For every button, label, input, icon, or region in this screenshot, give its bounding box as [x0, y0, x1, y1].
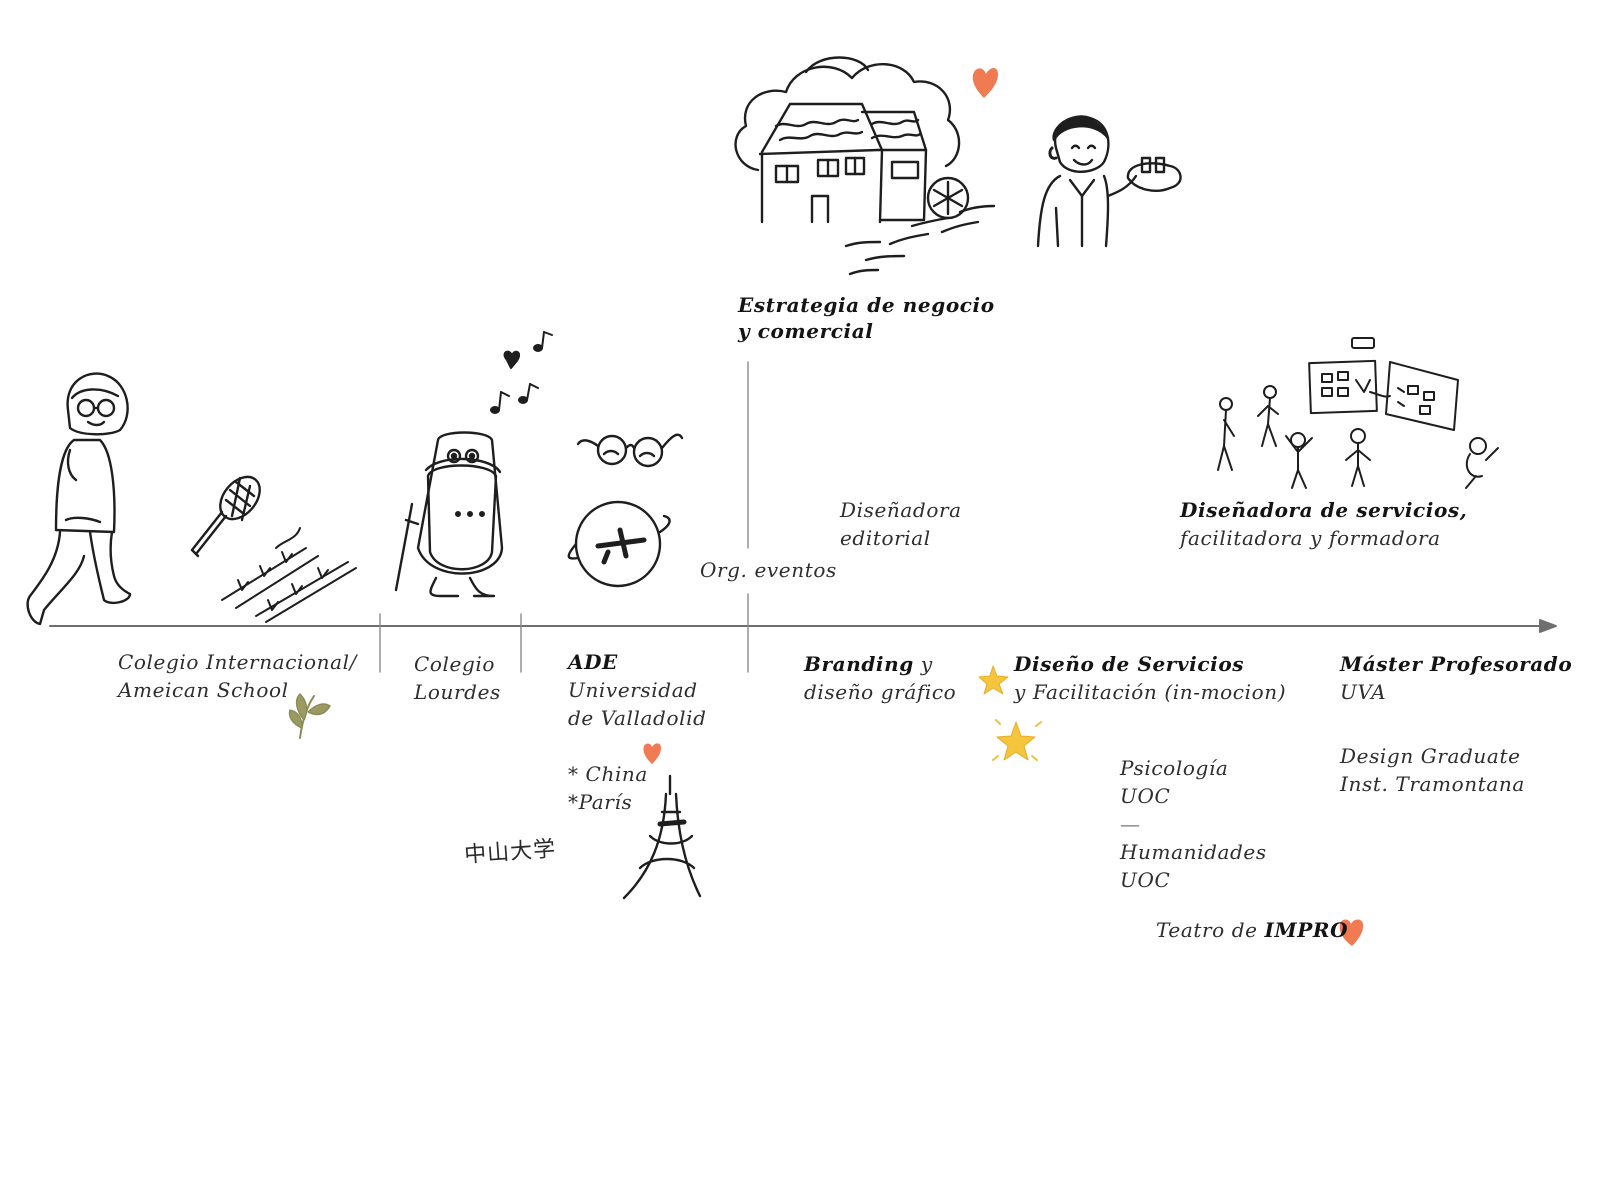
label-ade-extras: * China *París	[568, 760, 648, 816]
disenadora-servicios-title: Diseñadora de servicios,	[1180, 498, 1468, 522]
ade-extra-china: * China	[568, 762, 648, 786]
heart-icon	[643, 743, 661, 764]
label-master: Máster Profesorado UVA	[1340, 650, 1572, 706]
leaf-icon	[288, 693, 331, 739]
branding-bold: Branding	[804, 652, 914, 676]
eiffel-tower-icon	[622, 774, 702, 900]
label-org-eventos: Org. eventos	[700, 556, 837, 584]
star-icon	[992, 719, 1042, 761]
branding-line1: Branding y	[804, 650, 956, 678]
label-estrategia: Estrategia de negocio y comercial	[738, 292, 995, 344]
master-title: Máster Profesorado	[1340, 652, 1573, 676]
glasses-icon	[576, 433, 684, 468]
colegio-lourdes-line1: Colegio	[414, 652, 496, 676]
teatro-prefix: Teatro de	[1156, 918, 1265, 942]
label-design-graduate: Design Graduate Inst. Tramontana	[1340, 742, 1525, 798]
humanidades-line1: Humanidades	[1120, 840, 1267, 864]
plants-icon	[221, 527, 357, 623]
teatro-line: Teatro de IMPRO	[1156, 916, 1348, 944]
timeline-dividers	[379, 361, 749, 673]
label-disenadora-editorial: Diseñadora editorial	[840, 496, 962, 552]
ade-title: ADE	[568, 650, 618, 674]
disenadora-editorial-line2: editorial	[840, 526, 931, 550]
star-icon	[978, 665, 1009, 695]
diseno-servicios-line2: y Facilitación (in-mocion)	[1014, 680, 1287, 704]
psicologia-line1: Psicología	[1120, 756, 1229, 780]
label-ade: ADE Universidad de Valladolid	[568, 648, 706, 732]
shield-icon	[394, 431, 504, 598]
label-diseno-servicios: Diseño de Servicios y Facilitación (in-m…	[1014, 650, 1286, 706]
design-graduate-line2: Inst. Tramontana	[1340, 772, 1525, 796]
house-icon	[734, 56, 996, 276]
heart-icon	[972, 68, 998, 98]
label-psicologia: Psicología UOC — Humanidades UOC	[1120, 754, 1267, 894]
diseno-servicios-title: Diseño de Servicios	[1014, 652, 1245, 676]
humanidades-line2: UOC	[1120, 868, 1171, 892]
girl-walking-icon	[26, 372, 132, 626]
disenadora-editorial-line1: Diseñadora	[840, 498, 962, 522]
branding-line2: diseño gráfico	[804, 680, 957, 704]
waiter-icon	[1036, 115, 1182, 248]
colegio-internacional-line1: Colegio Internacional/	[118, 650, 357, 674]
colegio-internacional-line2: Ameican School	[118, 678, 289, 702]
label-disenadora-servicios: Diseñadora de servicios, facilitadora y …	[1180, 496, 1467, 552]
label-colegio-lourdes: Colegio Lourdes	[414, 650, 501, 706]
design-graduate-line1: Design Graduate	[1340, 744, 1521, 768]
label-colegio-internacional: Colegio Internacional/ Ameican School	[118, 648, 357, 704]
globe-plane-icon	[567, 500, 671, 588]
master-line2: UVA	[1340, 680, 1387, 704]
ade-line1: Universidad	[568, 678, 698, 702]
disenadora-servicios-line2: facilitadora y formadora	[1180, 526, 1441, 550]
music-notes-icon	[490, 331, 553, 414]
colegio-lourdes-line2: Lourdes	[414, 680, 501, 704]
org-eventos-text: Org. eventos	[700, 558, 837, 582]
heart-icon	[1339, 919, 1364, 946]
label-branding: Branding y diseño gráfico	[804, 650, 956, 706]
workshop-icon	[1217, 337, 1499, 489]
ade-line2: de Valladolid	[568, 706, 707, 730]
timeline-axis	[49, 619, 1557, 633]
ade-extra-paris: *París	[568, 790, 633, 814]
psicologia-line2: UOC	[1120, 784, 1171, 808]
education-separator: —	[1120, 812, 1141, 836]
teatro-bold: IMPRO	[1264, 918, 1349, 942]
estrategia-line2: y comercial	[738, 319, 874, 343]
label-teatro-impro: Teatro de IMPRO	[1156, 916, 1348, 944]
label-chinese-university: 中山大学	[463, 836, 557, 869]
tennis-racket-icon	[190, 475, 261, 558]
estrategia-line1: Estrategia de negocio	[738, 293, 995, 317]
branding-rest: y	[913, 652, 933, 676]
